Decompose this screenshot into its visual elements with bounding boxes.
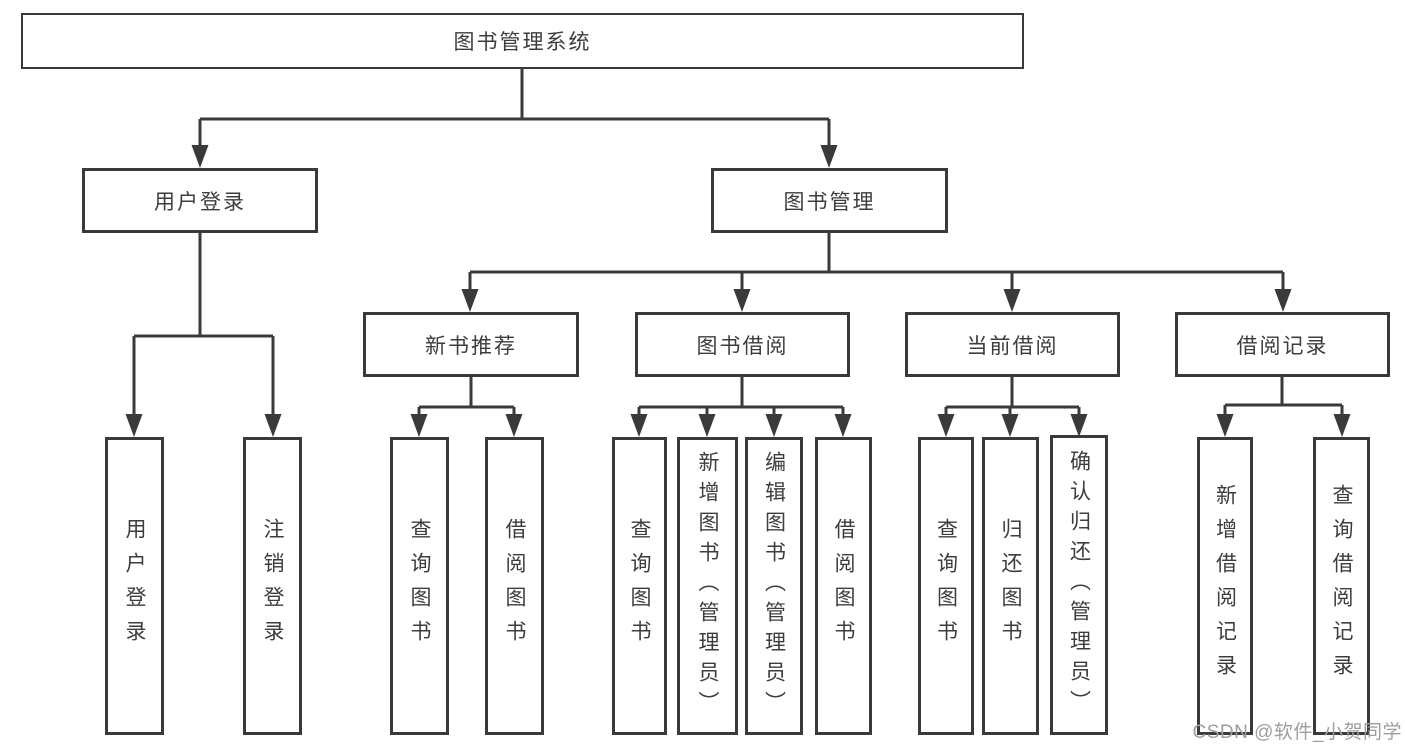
leaf-add-book-admin: 新增图书（管理员）: [677, 437, 738, 735]
leaf-query-books-borrowing: 查询图书: [612, 437, 667, 735]
node-user-login: 用户登录: [82, 168, 318, 233]
leaf-logout: 注销登录: [243, 437, 302, 735]
node-book-management: 图书管理: [711, 168, 948, 233]
node-book-borrowing-label: 图书借阅: [696, 334, 789, 358]
arrowhead: [410, 414, 428, 437]
node-current-borrowing: 当前借阅: [905, 312, 1120, 377]
arrowhead: [264, 414, 282, 437]
arrowhead: [698, 414, 716, 437]
arrowhead: [834, 414, 852, 437]
leaf-add-borrow-record: 新增借阅记录: [1197, 437, 1253, 735]
leaf-query-books-current: 查询图书: [918, 437, 974, 735]
connector-book-borrowing: [637, 377, 845, 420]
arrowhead: [937, 414, 955, 437]
leaf-borrow-books-recommend: 借阅图书: [485, 437, 544, 735]
arrowhead: [1001, 414, 1019, 437]
arrowhead: [630, 414, 648, 437]
node-borrowing-records: 借阅记录: [1175, 312, 1390, 377]
leaf-add-borrow-record-label: 新增借阅记录: [1213, 484, 1237, 688]
leaf-user-login: 用户登录: [105, 437, 164, 735]
node-root: 图书管理系统: [21, 13, 1024, 69]
node-new-book-recommend: 新书推荐: [363, 312, 579, 377]
leaf-user-login-label: 用户登录: [123, 518, 146, 654]
connector-new-book-recommend: [417, 377, 516, 420]
node-book-management-label: 图书管理: [783, 190, 876, 214]
arrowhead: [505, 414, 523, 437]
arrowhead: [125, 414, 143, 437]
leaf-confirm-return-admin: 确认归还（管理员）: [1050, 435, 1108, 735]
arrowhead: [733, 289, 751, 312]
leaf-query-borrow-record-label: 查询借阅记录: [1330, 484, 1353, 688]
arrowhead: [1333, 414, 1351, 437]
leaf-query-books-current-label: 查询图书: [934, 518, 958, 654]
connector-borrowing-records: [1223, 377, 1344, 420]
arrowhead: [1003, 289, 1021, 312]
leaf-borrow-books-recommend-label: 借阅图书: [503, 518, 526, 654]
arrowhead: [1274, 289, 1292, 312]
connector-user-login: [132, 232, 275, 420]
leaf-borrow-books-label: 借阅图书: [832, 518, 855, 654]
leaf-logout-label: 注销登录: [261, 518, 284, 654]
node-current-borrowing-label: 当前借阅: [966, 334, 1059, 358]
connector-book-management: [468, 232, 1285, 295]
node-borrowing-records-label: 借阅记录: [1236, 334, 1329, 358]
leaf-edit-book-admin-label: 编辑图书（管理员）: [762, 451, 786, 721]
leaf-borrow-books: 借阅图书: [815, 437, 872, 735]
arrowhead: [191, 145, 209, 168]
arrowhead: [1216, 414, 1234, 437]
leaf-query-books-recommend-label: 查询图书: [408, 518, 431, 654]
leaf-return-books-label: 归还图书: [999, 518, 1022, 654]
connector-arrowheads: [125, 145, 1351, 437]
leaf-confirm-return-admin-label: 确认归还（管理员）: [1067, 450, 1091, 720]
node-book-borrowing: 图书借阅: [635, 312, 850, 377]
node-root-label: 图书管理系统: [453, 31, 592, 54]
node-new-book-recommend-label: 新书推荐: [425, 334, 517, 358]
arrowhead: [820, 145, 838, 168]
leaf-add-book-admin-label: 新增图书（管理员）: [696, 451, 719, 721]
connector-current-borrowing: [944, 377, 1081, 420]
arrowhead: [461, 289, 479, 312]
leaf-return-books: 归还图书: [982, 437, 1039, 735]
watermark-text: CSDN @软件_小贺同学: [1192, 722, 1402, 743]
leaf-query-books-recommend: 查询图书: [390, 437, 449, 735]
leaf-edit-book-admin: 编辑图书（管理员）: [745, 437, 803, 735]
node-user-login-label: 用户登录: [154, 190, 246, 214]
arrowhead: [765, 414, 783, 437]
connector-root: [198, 68, 831, 152]
connector-lines: [132, 68, 1344, 420]
leaf-query-borrow-record: 查询借阅记录: [1313, 437, 1370, 735]
leaf-query-books-borrowing-label: 查询图书: [628, 518, 651, 654]
arrowhead: [1070, 414, 1088, 437]
